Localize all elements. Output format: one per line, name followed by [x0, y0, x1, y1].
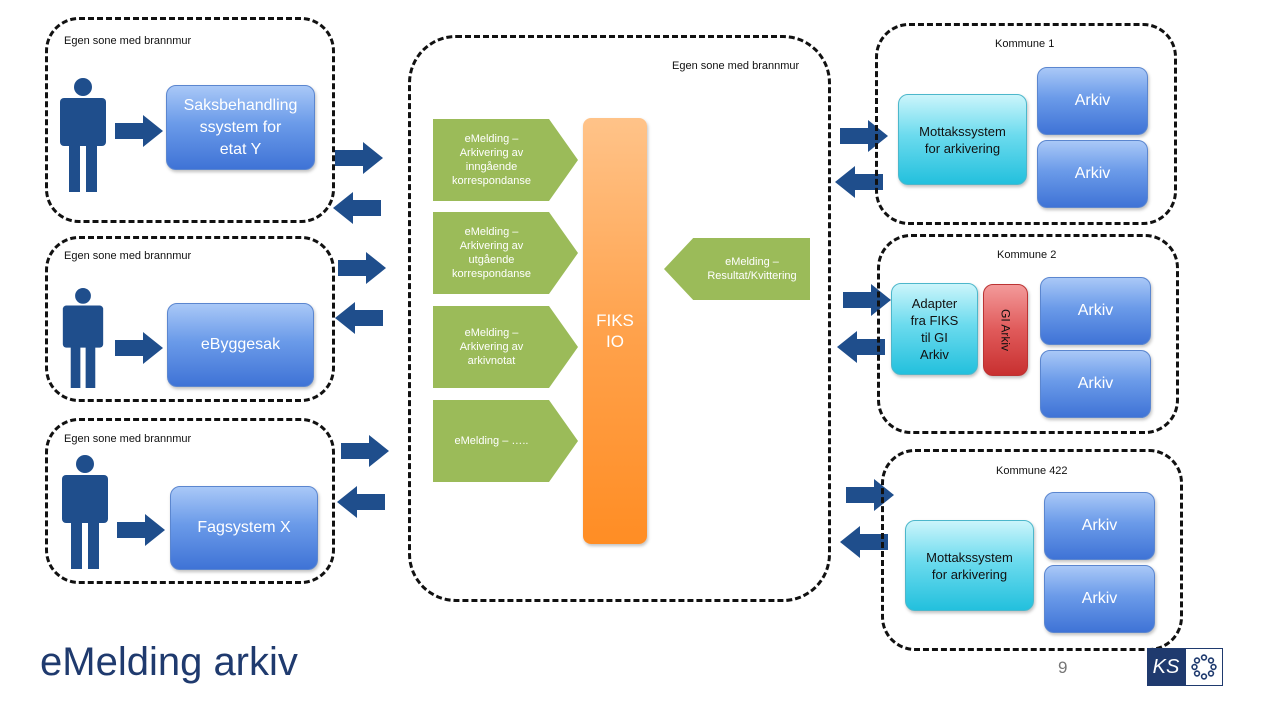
right-arrow-icon	[335, 142, 383, 174]
right-arrow-icon	[115, 332, 163, 364]
left-zone-3-label: Egen sone med brannmur	[64, 433, 192, 445]
message-resultat: eMelding – Resultat/Kvittering	[664, 238, 810, 300]
message-utgaende: eMelding – Arkivering av utgående korres…	[433, 212, 578, 294]
gi-arkiv-box: GI Arkiv	[983, 284, 1028, 376]
kommune-2-zone	[877, 234, 1179, 434]
system-box-saksbehandling: Saksbehandling ssystem for etat Y	[166, 85, 315, 170]
slide-title: eMelding arkiv	[40, 640, 298, 684]
message-other: eMelding – …..	[433, 400, 578, 482]
kommune-1-label: Kommune 1	[995, 38, 1055, 50]
right-arrow-icon	[341, 435, 389, 467]
left-arrow-icon	[335, 302, 383, 334]
adapter-box: Adapter fra FIKS til GI Arkiv	[891, 283, 978, 375]
arkiv-box: Arkiv	[1040, 277, 1151, 345]
right-arrow-icon	[338, 252, 386, 284]
arkiv-box: Arkiv	[1044, 565, 1155, 633]
left-zone-1-label: Egen sone med brannmur	[64, 35, 192, 47]
arkiv-box: Arkiv	[1037, 140, 1148, 208]
kommune-422-zone	[881, 449, 1183, 651]
ks-logo-text: KS	[1147, 648, 1185, 686]
left-zone-2	[45, 236, 335, 402]
person-icon	[60, 288, 106, 388]
system-box-fagsystem: Fagsystem X	[170, 486, 318, 570]
mottakssystem-box: Mottakssystem for arkivering	[898, 94, 1027, 185]
left-arrow-icon	[337, 486, 385, 518]
gi-arkiv-label: GI Arkiv	[998, 308, 1013, 351]
arkiv-box: Arkiv	[1040, 350, 1151, 418]
message-inngaende: eMelding – Arkivering av inngående korre…	[433, 119, 578, 201]
person-icon	[62, 455, 108, 569]
arkiv-box: Arkiv	[1037, 67, 1148, 135]
arkiv-box: Arkiv	[1044, 492, 1155, 560]
center-zone	[408, 35, 831, 602]
mottakssystem-box: Mottakssystem for arkivering	[905, 520, 1034, 611]
right-arrow-icon	[117, 514, 165, 546]
kommune-1-zone	[875, 23, 1177, 225]
kommune-2-label: Kommune 2	[997, 249, 1057, 261]
fiks-io-box: FIKS IO	[583, 118, 647, 544]
person-icon	[60, 78, 106, 192]
system-box-ebyggesak: eByggesak	[167, 303, 314, 387]
left-zone-1	[45, 17, 335, 223]
message-arkivnotat: eMelding – Arkivering av arkivnotat	[433, 306, 578, 388]
page-number: 9	[1058, 658, 1068, 677]
ks-logo: KS	[1147, 648, 1223, 686]
kommune-422-label: Kommune 422	[996, 465, 1068, 477]
left-zone-3	[45, 418, 335, 584]
center-zone-label: Egen sone med brannmur	[672, 60, 800, 72]
left-arrow-icon	[333, 192, 381, 224]
left-zone-2-label: Egen sone med brannmur	[64, 250, 192, 262]
ks-logo-circle-icon	[1185, 648, 1223, 686]
right-arrow-icon	[115, 115, 163, 147]
